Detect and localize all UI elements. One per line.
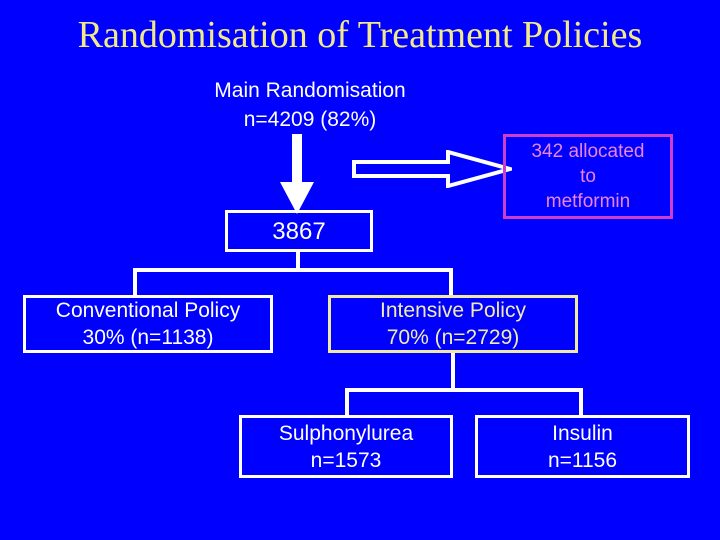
connector-sulphonylurea-drop: [345, 388, 349, 417]
node-conventional-policy: Conventional Policy 30% (n=1138): [23, 295, 273, 353]
main-randomisation-label: Main Randomisation n=4209 (82%): [214, 79, 406, 131]
right-arrow-icon: [352, 150, 512, 188]
connector-intensive-drop: [449, 268, 453, 297]
node-insulin: Insulin n=1156: [475, 415, 690, 478]
node-metformin-allocated: 342 allocated to metformin: [503, 134, 673, 219]
node-sulphonylurea: Sulphonylurea n=1573: [239, 415, 453, 478]
node-randomised-total: 3867: [225, 210, 373, 252]
connector-insulin-drop: [579, 388, 583, 417]
connector-conventional-drop: [133, 268, 137, 297]
connector-policy-bar: [133, 268, 453, 272]
down-arrow-icon: [280, 134, 314, 214]
node-intensive-policy: Intensive Policy 70% (n=2729): [328, 295, 578, 353]
connector-intensive-stem: [451, 353, 455, 390]
connector-randomised-stem: [296, 252, 300, 270]
page-title: Randomisation of Treatment Policies: [77, 14, 643, 56]
connector-drug-bar: [345, 388, 583, 392]
